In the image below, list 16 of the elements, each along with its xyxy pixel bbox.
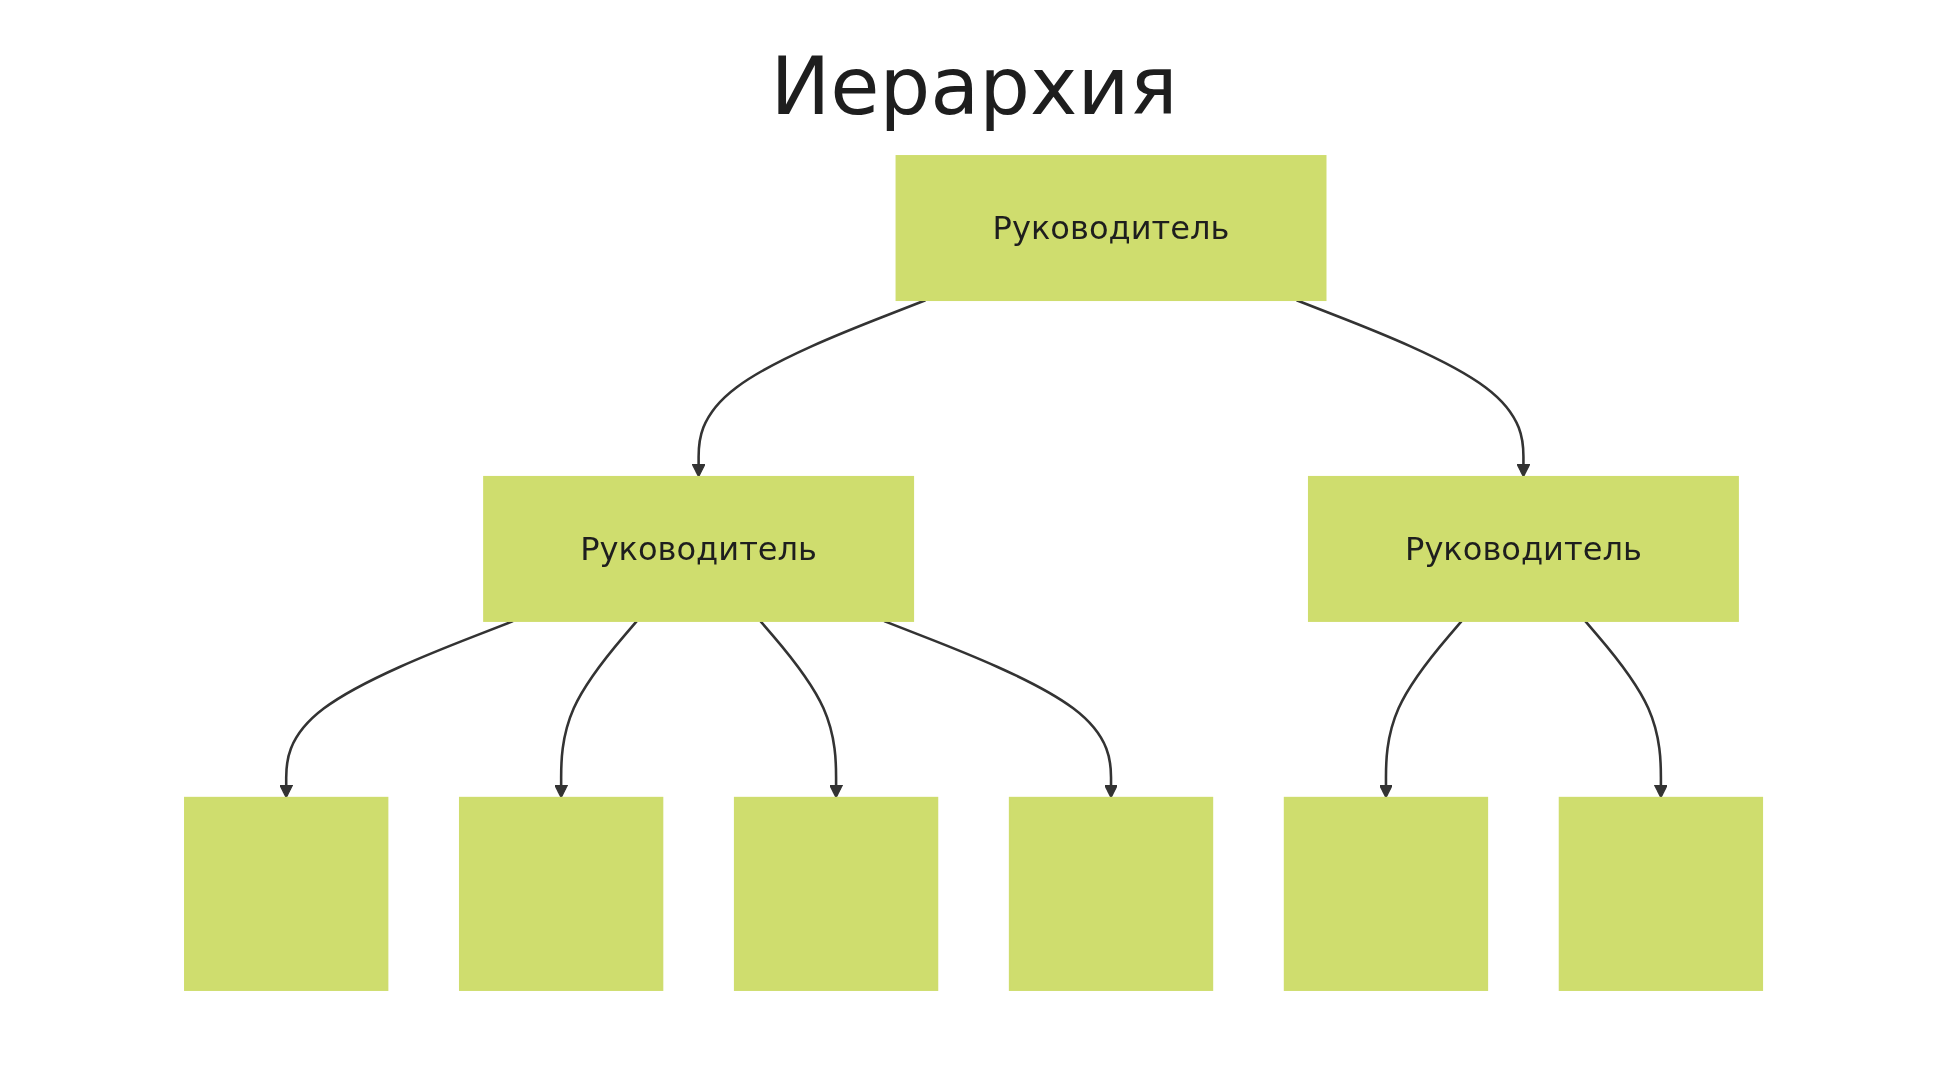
node-box [1009, 796, 1214, 991]
arrow [554, 620, 639, 799]
diagram-title: Иерархия [770, 40, 1178, 133]
node-box: Руководитель [483, 475, 915, 622]
node-box: Руководитель [1308, 475, 1740, 622]
arrow [692, 299, 927, 478]
node-box [184, 796, 389, 991]
node-box: Руководитель [896, 155, 1327, 302]
node-box [459, 796, 664, 991]
node-box [1284, 796, 1489, 991]
arrow [1379, 620, 1463, 799]
arrow [759, 620, 844, 799]
node-box [1559, 796, 1764, 991]
arrow [1296, 299, 1531, 478]
node-box [734, 796, 939, 991]
arrow [1584, 620, 1669, 799]
